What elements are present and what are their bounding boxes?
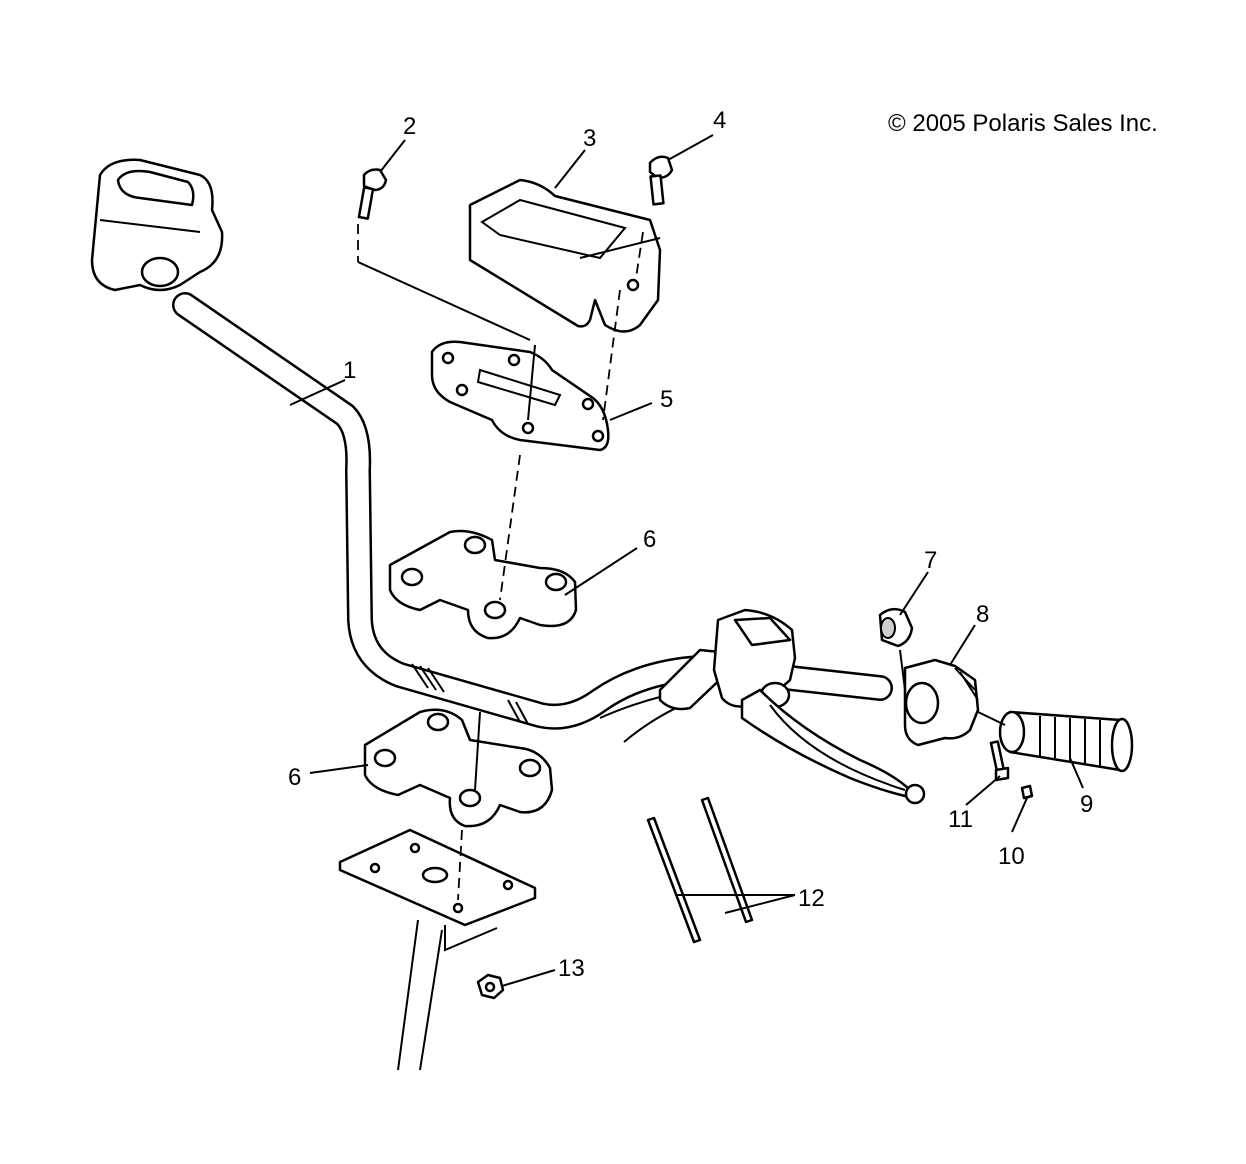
nut-13 xyxy=(476,973,505,1000)
callout-9: 9 xyxy=(1080,791,1093,818)
callout-2: 2 xyxy=(403,113,416,140)
copyright-notice: © 2005 Polaris Sales Inc. xyxy=(888,110,1158,137)
callout-7: 7 xyxy=(924,547,937,574)
callout-1: 1 xyxy=(343,357,356,384)
stem-plate xyxy=(338,828,537,952)
callout-6-lower: 6 xyxy=(288,764,301,791)
bolt-4 xyxy=(648,155,674,206)
grip-9 xyxy=(998,710,1134,773)
leader-lines xyxy=(289,134,1084,987)
callout-12: 12 xyxy=(798,885,825,912)
part-10 xyxy=(1020,784,1034,800)
left-control-housing xyxy=(90,158,224,292)
callout-10: 10 xyxy=(998,843,1025,870)
callout-labels: 1 2 3 4 5 6 6 7 8 9 10 11 12 13 xyxy=(288,107,1093,982)
switch-housing-8 xyxy=(903,658,980,747)
cover-3 xyxy=(468,178,662,333)
part-7 xyxy=(878,607,914,648)
callout-4: 4 xyxy=(713,107,726,134)
mount-plate-5 xyxy=(430,340,610,452)
steering-post xyxy=(397,919,443,1071)
callout-3: 3 xyxy=(583,125,596,152)
cable-ties-12 xyxy=(646,796,754,944)
callout-5: 5 xyxy=(660,386,673,413)
callout-6-upper: 6 xyxy=(643,526,656,553)
bolt-2 xyxy=(357,168,388,220)
upper-clamp-6 xyxy=(388,529,578,640)
handlebar xyxy=(172,292,893,730)
brake-assembly xyxy=(658,608,926,805)
lower-clamp-6 xyxy=(363,708,554,828)
callout-8: 8 xyxy=(976,601,989,628)
callout-13: 13 xyxy=(558,955,585,982)
callout-11: 11 xyxy=(948,806,973,833)
